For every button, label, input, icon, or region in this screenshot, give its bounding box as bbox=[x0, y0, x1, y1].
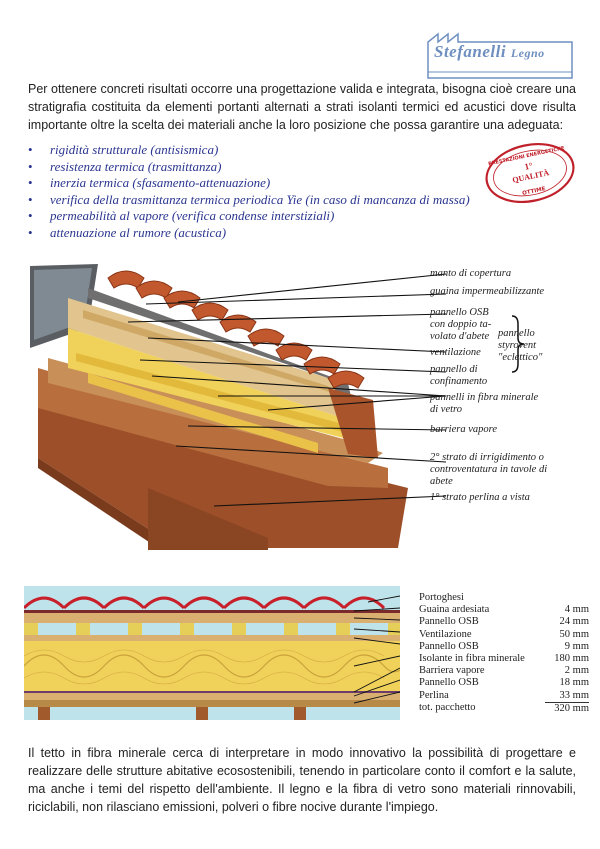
list-item: rigidità strutturale (antisismica) bbox=[28, 142, 470, 159]
layer-table: Portoghesi Guaina ardesiata 4 mm Pannello… bbox=[419, 592, 589, 714]
factory-logo-icon bbox=[427, 32, 573, 79]
label-osb-3: volato d'abete bbox=[430, 331, 490, 342]
label-guaina: guaina impermeabilizzante bbox=[430, 286, 545, 297]
list-item: resistenza termica (trasmittanza) bbox=[28, 159, 470, 176]
layer-value bbox=[545, 592, 589, 604]
layer-value: 2 mm bbox=[564, 665, 589, 677]
closing-paragraph: Il tetto in fibra minerale cerca di inte… bbox=[28, 746, 576, 814]
layer-name: Ventilazione bbox=[419, 628, 472, 640]
layer-name: Isolante in fibra minerale bbox=[419, 652, 525, 664]
stamp-center-line1: 1° bbox=[524, 160, 534, 172]
list-item: attenuazione al rumore (acustica) bbox=[28, 225, 470, 242]
logo-text: Stefanelli Legno bbox=[434, 42, 545, 62]
label-strato2-1: 2° strato di irrigidimento o bbox=[430, 452, 544, 463]
list-item: inerzia termica (sfasamento-attenuazione… bbox=[28, 175, 470, 192]
table-row: Pannello OSB 18 mm bbox=[419, 677, 589, 689]
label-confinamento-1: pannello di bbox=[430, 364, 478, 375]
intro-paragraph: Per ottenere concreti risultati occorre … bbox=[28, 82, 576, 132]
roof-cutaway-illustration bbox=[30, 264, 525, 550]
layer-name: Portoghesi bbox=[419, 592, 464, 603]
label-osb-1: pannello OSB bbox=[430, 307, 489, 318]
table-row: Isolante in fibra minerale 180 mm bbox=[419, 653, 589, 665]
layer-name: Pannello OSB bbox=[419, 677, 479, 689]
table-row: Barriera vapore 2 mm bbox=[419, 665, 589, 677]
table-row: Ventilazione 50 mm bbox=[419, 629, 589, 641]
layer-name: Pannello OSB bbox=[419, 640, 479, 652]
label-strato2-2: controventatura in tavole di bbox=[430, 464, 548, 475]
layer-name: Perlina bbox=[419, 689, 449, 701]
logo-name: Stefanelli bbox=[434, 42, 507, 61]
layer-value: 9 mm bbox=[564, 640, 589, 652]
label-strato2-3: abete bbox=[430, 476, 453, 487]
label-styrovent-1: pannello bbox=[498, 328, 535, 339]
label-manto: manto di copertura bbox=[430, 268, 512, 279]
quality-stamp-icon: PRESTAZIONI ENERGETICHE 1° QUALITÀ OTTIM… bbox=[485, 143, 575, 203]
table-row: Portoghesi bbox=[419, 592, 589, 604]
roof-section-diagram bbox=[24, 586, 400, 720]
stamp-bottom-text: OTTIME bbox=[522, 186, 547, 197]
layer-value: 320 mm bbox=[545, 701, 589, 714]
table-row: Pannello OSB 9 mm bbox=[419, 641, 589, 653]
label-confinamento-2: confinamento bbox=[430, 376, 488, 387]
logo-suffix: Legno bbox=[510, 46, 545, 60]
roof-cutaway-diagram: manto di copertura guaina impermeabilizz… bbox=[28, 258, 580, 550]
layer-value: 4 mm bbox=[564, 604, 589, 616]
label-ventilazione: ventilazione bbox=[430, 347, 481, 358]
layer-name: Barriera vapore bbox=[419, 665, 485, 677]
layer-value: 33 mm bbox=[559, 689, 589, 701]
layer-value: 180 mm bbox=[554, 652, 589, 664]
table-row: Pannello OSB 24 mm bbox=[419, 616, 589, 628]
layer-name: Pannello OSB bbox=[419, 616, 479, 628]
table-row: Guaina ardesiata 4 mm bbox=[419, 604, 589, 616]
label-fibra-1: pannelli in fibra minerale bbox=[430, 392, 539, 403]
layer-value: 24 mm bbox=[559, 616, 589, 628]
label-fibra-2: di vetro bbox=[430, 404, 462, 415]
layer-value: 50 mm bbox=[559, 628, 589, 640]
layer-name: tot. pacchetto bbox=[419, 701, 476, 713]
label-strato1: 1° strato perlina a vista bbox=[430, 492, 530, 503]
label-barriera: barriera vapore bbox=[430, 424, 497, 435]
table-total-row: tot. pacchetto 320 mm bbox=[419, 701, 589, 714]
list-item: verifica della trasmittanza termica peri… bbox=[28, 192, 470, 209]
label-styrovent-3: "eclettico" bbox=[498, 352, 543, 363]
table-row: Perlina 33 mm bbox=[419, 690, 589, 702]
company-logo: Stefanelli Legno bbox=[426, 32, 576, 80]
label-osb-2: con doppio ta- bbox=[430, 319, 492, 330]
layer-name: Guaina ardesiata bbox=[419, 604, 490, 616]
layer-value: 18 mm bbox=[559, 677, 589, 689]
requirements-list: rigidità strutturale (antisismica) resis… bbox=[28, 142, 470, 241]
label-styrovent-2: styrovent bbox=[498, 340, 537, 351]
list-item: permeabilità al vapore (verifica condens… bbox=[28, 208, 470, 225]
